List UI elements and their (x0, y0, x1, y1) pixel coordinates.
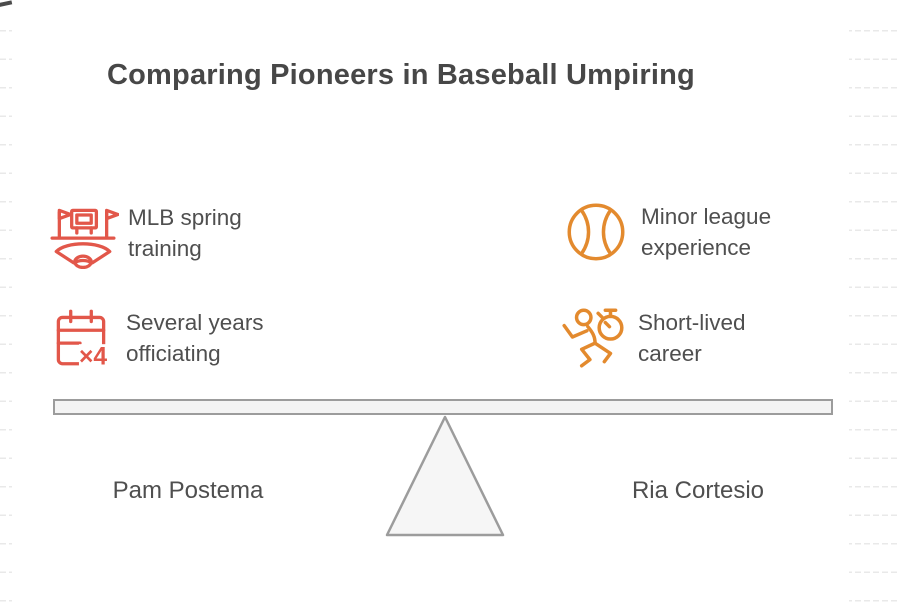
baseball-icon (560, 196, 632, 268)
feature-label-line1: Minor league (641, 204, 772, 229)
stadium-icon (47, 197, 119, 269)
seesaw-fulcrum-triangle (379, 411, 511, 539)
feature-label: Minor league experience (641, 201, 841, 263)
feature-label-line1: MLB spring (128, 205, 242, 230)
feature-label-line1: Short-lived (638, 310, 746, 335)
page-title: Comparing Pioneers in Baseball Umpiring (107, 59, 695, 92)
runner-stopwatch-icon (557, 302, 629, 374)
calendar-multiplier-badge: ×4 (79, 344, 107, 371)
seesaw-beam (53, 399, 833, 415)
feature-label-line2: experience (641, 235, 752, 260)
feature-label: MLB spring training (128, 202, 328, 264)
calendar-x4-icon: ×4 (45, 302, 117, 374)
feature-label-line2: training (128, 236, 202, 261)
feature-label-line2: career (638, 341, 702, 366)
left-person-name: Pam Postema (112, 477, 264, 504)
feature-label-line1: Several years (126, 310, 264, 335)
feature-label-line2: officiating (126, 341, 221, 366)
right-person-name: Ria Cortesio (631, 477, 765, 504)
feature-label: Short-lived career (638, 307, 838, 369)
feature-label: Several years officiating (126, 307, 326, 369)
